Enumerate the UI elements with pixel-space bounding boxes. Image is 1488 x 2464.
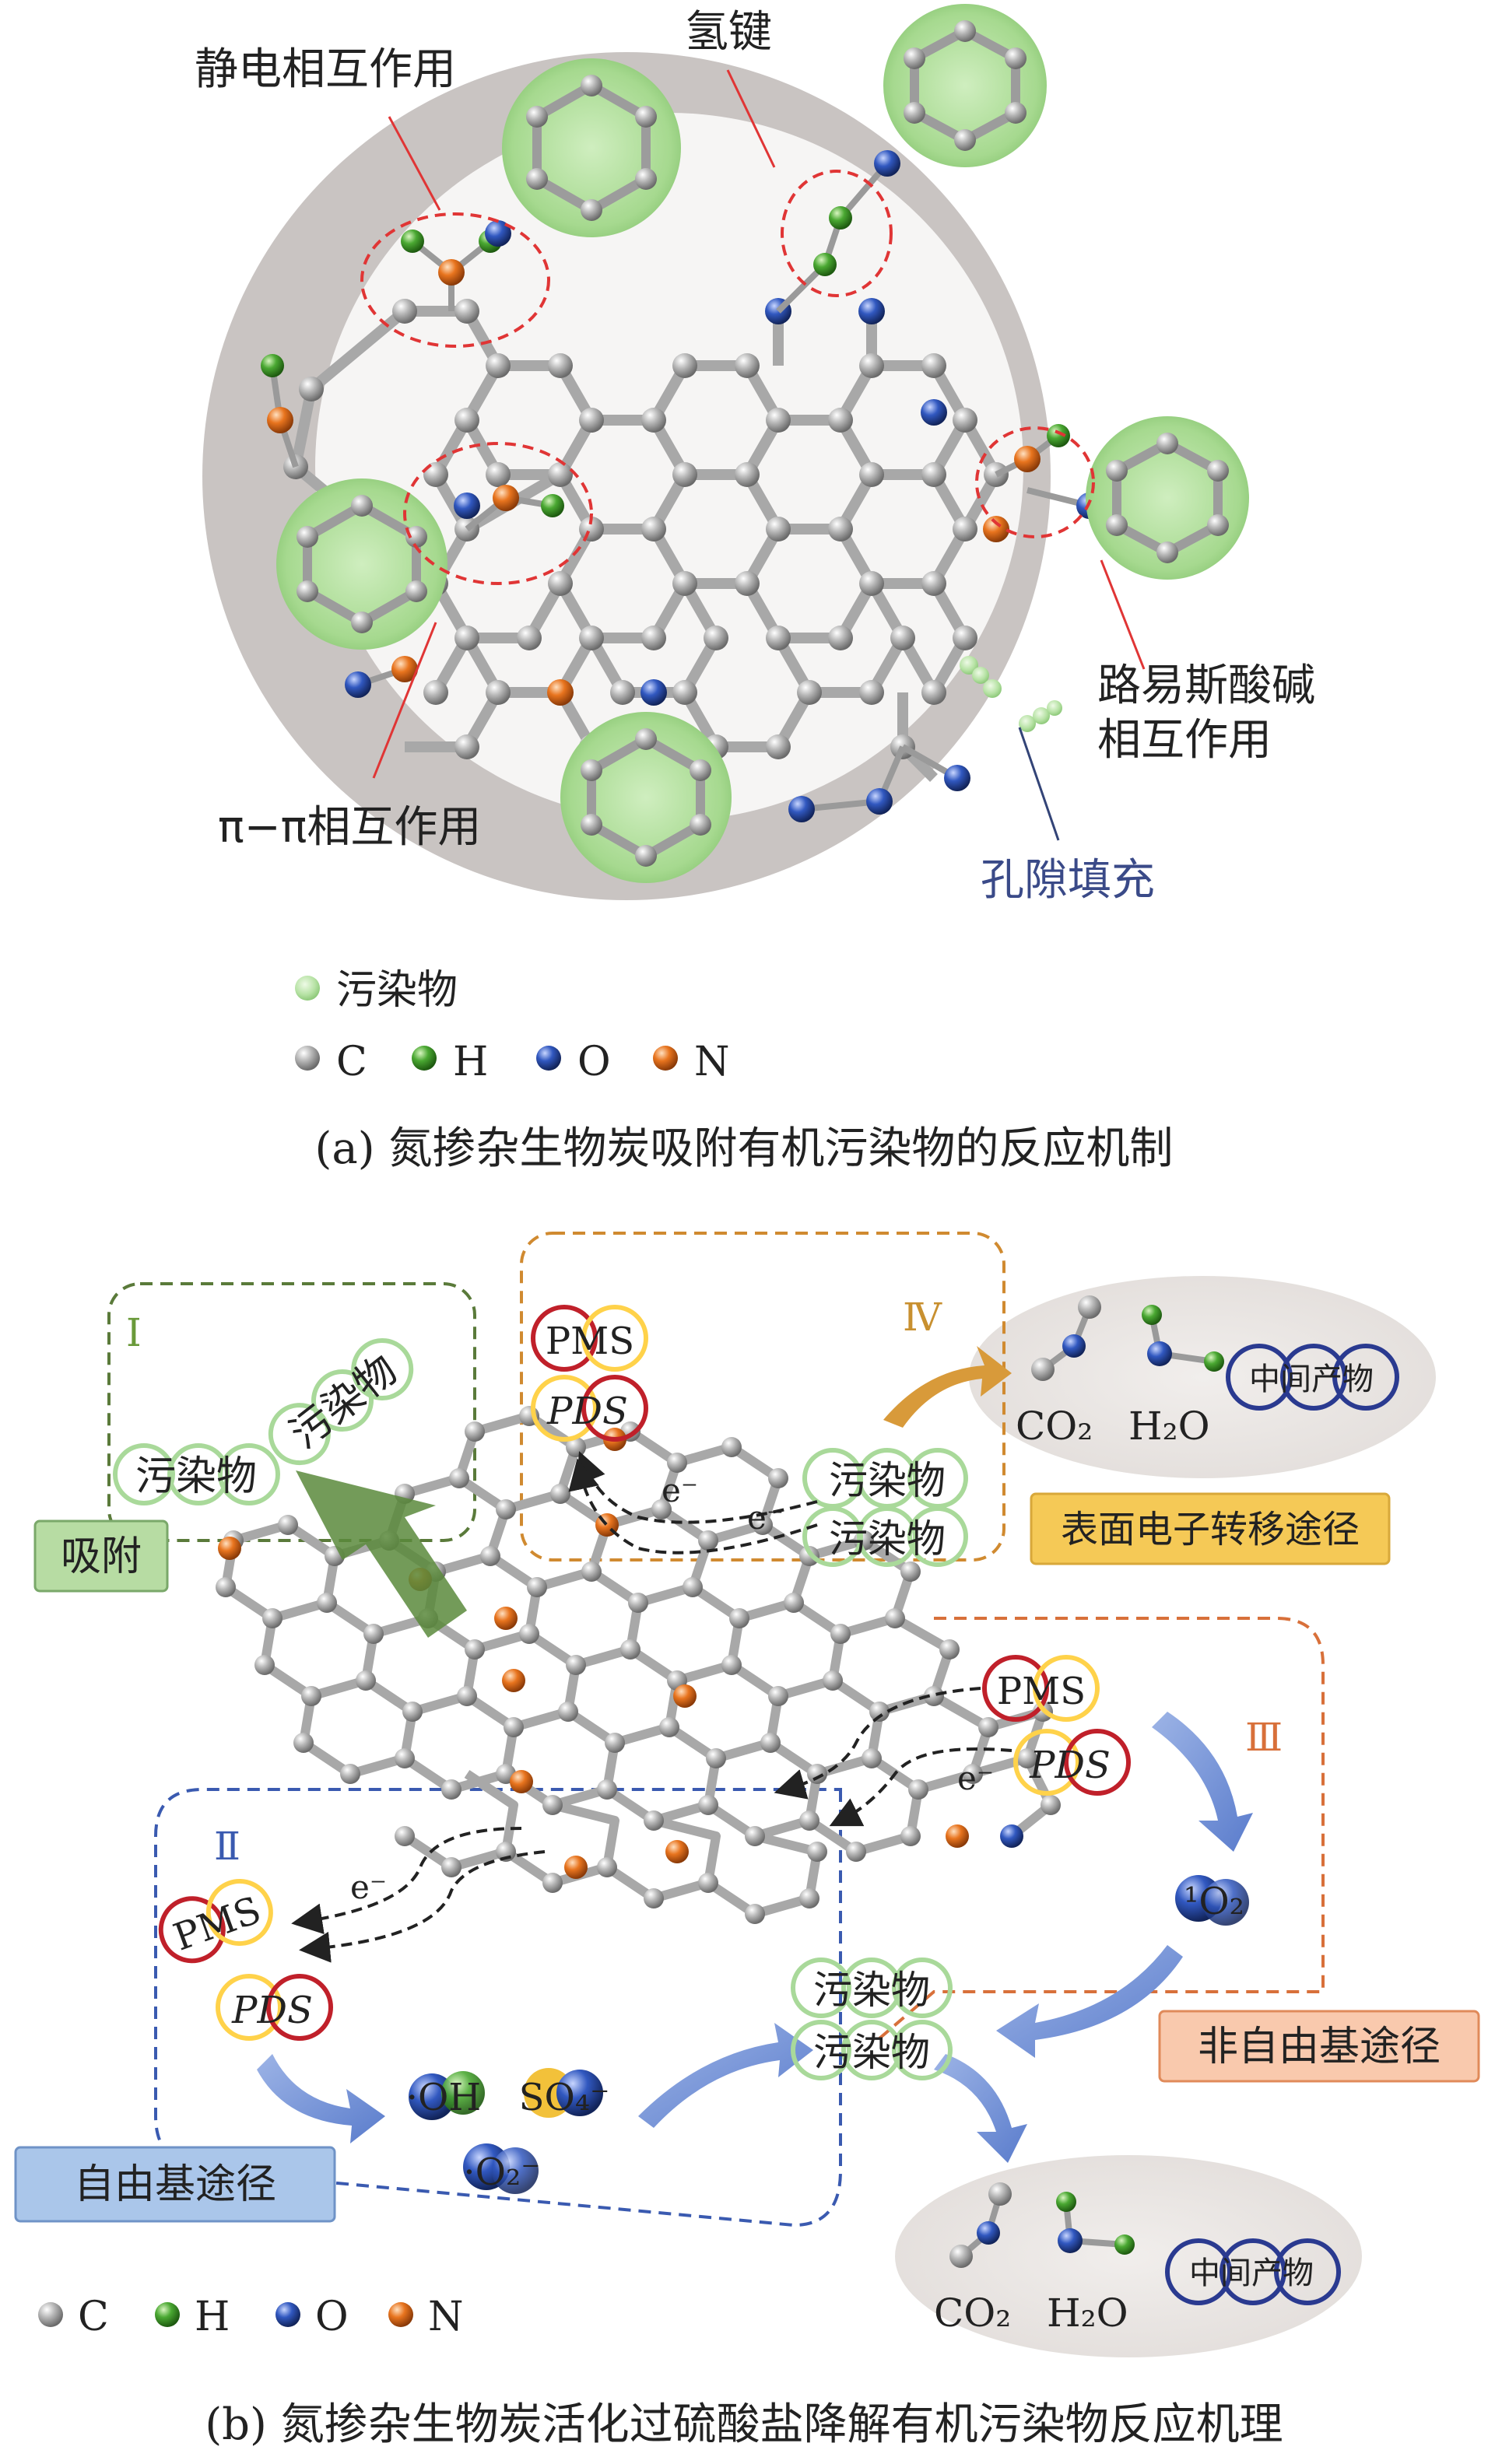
legend-hydrogen-label: H	[453, 1039, 488, 1085]
pollutant-bubble-center-1: 污染物	[793, 1960, 950, 2016]
label-pi-pi: π−π相互作用	[218, 802, 481, 853]
pollutant-bubble-center-2: 污染物	[793, 2022, 950, 2078]
arrow-oxidant-to-radicals	[257, 2054, 385, 2143]
electron-label-III: e⁻	[957, 1759, 994, 1797]
pollutant-label: 污染物	[829, 1458, 946, 1503]
electron-label-II: e⁻	[350, 1868, 387, 1906]
legend-oxygen-label: O	[577, 1039, 611, 1085]
label-lewis-line2: 相互作用	[1097, 715, 1272, 766]
adsorption-label: 吸附	[61, 1533, 142, 1580]
label-pore-filling: 孔隙填充	[981, 855, 1155, 906]
box-I-label: Ⅰ	[126, 1310, 142, 1355]
legend-a: 污染物 C H O N	[295, 967, 730, 1085]
pms-label: PMS	[997, 1670, 1086, 1713]
pollutant-label: 污染物	[135, 1453, 257, 1500]
pds-label: PDS	[231, 1989, 313, 2032]
legend-carbon-swatch	[295, 1046, 320, 1071]
pds-label: PDS	[546, 1390, 628, 1433]
surface-electron-label: 表面电子转移途径	[1061, 1508, 1360, 1551]
intermediate-label-bottom: 中间产物	[1189, 2255, 1314, 2291]
legend-b: C H O N	[38, 2294, 464, 2340]
h2o-label-top: H₂O	[1128, 1404, 1210, 1449]
box-IV-label: Ⅳ	[903, 1295, 942, 1340]
caption-b: (b) 氮掺杂生物炭活化过硫酸盐降解有机污染物反应机理	[205, 2399, 1283, 2450]
legend-carbon-label: C	[336, 1039, 367, 1085]
legend-pollutant-label: 污染物	[336, 967, 458, 1014]
pollutant-label: 污染物	[829, 1516, 946, 1561]
legend-hydrogen-swatch	[412, 1046, 437, 1071]
pollutant-label: 污染物	[813, 1968, 930, 2013]
pms-bubble-III: PMS	[984, 1657, 1097, 1719]
singlet-oxygen: ¹O₂	[1175, 1875, 1249, 1926]
legend-nitrogen-label: N	[428, 2294, 464, 2340]
adsorption-arrow	[296, 1470, 467, 1638]
pms-bubble-II: PMS	[153, 1873, 280, 1970]
pds-bubble-II: PDS	[218, 1976, 331, 2038]
legend-hydrogen-label: H	[195, 2294, 230, 2340]
so4-label: SO₄⁻	[519, 2076, 610, 2119]
pollutant-bubble-IV-1: 污染物	[805, 1450, 966, 1506]
arrow-radicals-to-pollutant	[638, 2023, 813, 2128]
legend-nitrogen-swatch	[653, 1046, 678, 1071]
pms-bubble-IV: PMS	[533, 1307, 646, 1369]
surface-electron-tag: 表面电子转移途径	[1031, 1494, 1389, 1564]
pollutant-bubble-IV-2: 污染物	[805, 1509, 966, 1565]
nonradical-label: 非自由基途径	[1198, 2024, 1441, 2070]
label-lewis-line1: 路易斯酸碱	[1097, 661, 1315, 711]
legend-oxygen-label: O	[315, 2294, 349, 2340]
pollutant-bubble-I-1: 污染物	[115, 1446, 278, 1503]
electron-label-IV-1: e⁻	[662, 1471, 698, 1509]
legend-carbon-swatch	[38, 2302, 63, 2327]
superoxide-radical: ·O₂⁻	[463, 2143, 541, 2194]
co2-label-bottom: CO₂	[934, 2291, 1011, 2336]
pms-label: PMS	[546, 1320, 634, 1363]
radical-tag: 自由基途径	[16, 2147, 335, 2221]
box-III-label: Ⅲ	[1245, 1715, 1283, 1760]
oh-label: ·OH	[406, 2076, 481, 2119]
sulfate-radical: SO₄⁻	[519, 2068, 610, 2119]
singlet-o2-label: ¹O₂	[1184, 1880, 1244, 1923]
panel-a: 静电相互作用 氢键 路易斯酸碱 相互作用 π−π相互作用 孔隙填充 污染物 C …	[195, 4, 1315, 1174]
co2-label-top: CO₂	[1016, 1404, 1093, 1449]
radical-label: 自由基途径	[74, 2161, 276, 2208]
pollutant-bubble-I-2: 污染物	[259, 1329, 423, 1474]
label-electrostatic: 静电相互作用	[195, 44, 456, 95]
o2-radical-label: ·O₂⁻	[463, 2150, 540, 2194]
legend-carbon-label: C	[78, 2294, 109, 2340]
legend-nitrogen-label: N	[694, 1039, 730, 1085]
caption-a: (a) 氮掺杂生物炭吸附有机污染物的反应机制	[315, 1123, 1174, 1174]
intermediate-label-top: 中间产物	[1249, 1362, 1374, 1397]
pollutant-label: 污染物	[813, 2030, 930, 2075]
panel-b: 污染物 污染物 Ⅰ Ⅳ Ⅲ Ⅱ 吸附 PMS PDS	[16, 1233, 1479, 2450]
label-hbond: 氢键	[685, 7, 772, 58]
nonradical-tag: 非自由基途径	[1160, 2011, 1479, 2081]
arrow-singlet-to-pollutant	[996, 1945, 1183, 2058]
legend-pollutant-swatch	[295, 976, 320, 1001]
arrow-to-singlet-o2	[1152, 1712, 1253, 1852]
pds-label: PDS	[1029, 1744, 1111, 1787]
h2o-label-bottom: H₂O	[1047, 2291, 1128, 2336]
adsorption-pathway-tag: 吸附	[35, 1521, 167, 1591]
pollutant-label: 污染物	[282, 1347, 406, 1458]
legend-oxygen-swatch	[536, 1046, 561, 1071]
hydroxyl-radical: ·OH	[406, 2071, 485, 2120]
legend-nitrogen-swatch	[388, 2302, 413, 2327]
arrow-pollutant-to-products-bottom	[934, 2054, 1027, 2163]
electron-label-IV-2: e⁻	[747, 1498, 784, 1537]
legend-oxygen-swatch	[275, 2302, 300, 2327]
box-II-label: Ⅱ	[214, 1824, 240, 1869]
legend-hydrogen-swatch	[155, 2302, 180, 2327]
